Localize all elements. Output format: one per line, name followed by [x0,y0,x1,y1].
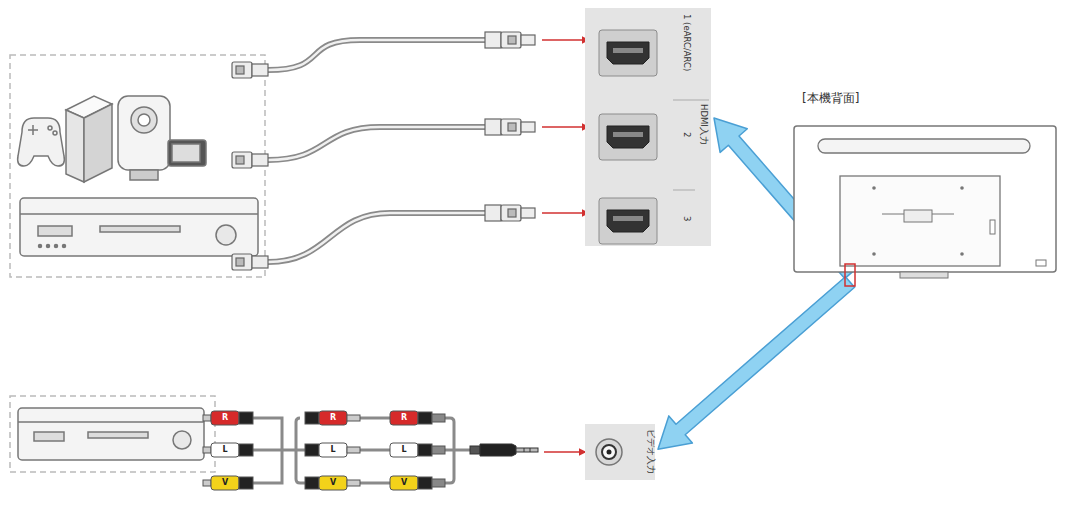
player-icon [20,198,258,256]
mini-plug [470,444,538,456]
node-outline [585,8,711,246]
pointer-arrow [658,277,855,450]
camcorder-icon [118,96,206,180]
plug-letter: V [399,479,409,487]
hdmi-plugs [232,32,535,270]
hdmi-cables [268,40,485,262]
rca-plugs [203,411,445,490]
plug-letter: R [399,414,409,422]
plug-letter: V [328,479,338,487]
tv-back: [本機背面] [792,124,1058,284]
plug-letter: V [220,479,230,487]
port-label: 1 (eARC/ARC) [682,14,691,71]
port-label: 3 [682,216,691,221]
port-label: HDMI入力 [699,104,708,145]
hdmi-input-panel: 1 (eARC/ARC) HDMI入力 2 3 [585,8,711,246]
node-outline [585,424,655,480]
video-input-panel: ビデオ入力 [585,424,655,480]
gamepad-icon [18,118,65,166]
rca-cables [253,418,470,483]
port-label: 2 [682,132,691,137]
port-label: ビデオ入力 [646,429,655,474]
storage-icon [66,96,112,182]
plug-letter: L [220,446,230,454]
plug-letter: L [399,446,409,454]
device-group [10,396,215,472]
plug-letter: R [328,414,338,422]
plug-letter: L [328,446,338,454]
node-outline [792,124,1058,284]
plug-letter: R [220,414,230,422]
view-heading: [本機背面] [802,92,859,105]
device-group [10,55,265,277]
player-icon [18,408,204,460]
insert-arrows [542,40,588,452]
